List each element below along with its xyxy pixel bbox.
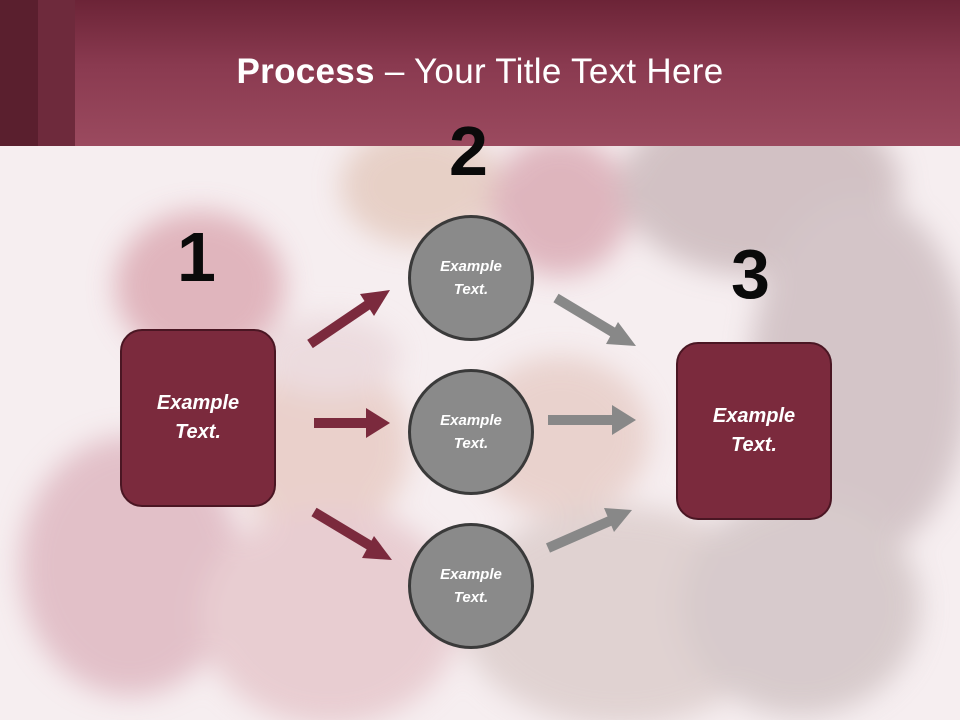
arrow-to-bottom-circle: [311, 507, 392, 560]
step-number-2: 2: [449, 112, 488, 190]
arrow-to-middle-circle: [314, 408, 390, 438]
arrow-to-top-circle: [307, 290, 390, 349]
circle-middle: Example Text.: [408, 369, 534, 495]
step-1-box: Example Text.: [120, 329, 276, 507]
title-bold: Process: [236, 52, 375, 91]
circle-label-line1: Example: [440, 565, 502, 583]
title-rest: – Your Title Text Here: [374, 52, 724, 91]
circle-label-line2: Text.: [453, 281, 489, 298]
circle-label-line2: Text.: [453, 435, 489, 452]
circle-label-line1: Example: [440, 411, 502, 429]
arrow-from-bottom-circle: [545, 508, 632, 553]
circle-top: Example Text.: [408, 215, 534, 341]
circle-label-line2: Text.: [453, 589, 489, 606]
box-label-line1: Example: [712, 405, 796, 427]
arrow-from-top-circle: [553, 293, 636, 346]
step-3-box: Example Text.: [676, 342, 832, 520]
circle-bottom: Example Text.: [408, 523, 534, 649]
slide-title: Process – Your Title Text Here: [0, 52, 960, 92]
box-label-line2: Text.: [731, 434, 777, 456]
step-number-1: 1: [177, 218, 216, 296]
step-number-3: 3: [731, 235, 770, 313]
circle-label-line1: Example: [440, 257, 502, 275]
box-label-line2: Text.: [175, 421, 221, 443]
arrow-from-middle-circle: [548, 405, 636, 435]
header-accent-stripe: [38, 0, 75, 146]
header-accent-stripe: [0, 0, 38, 146]
box-label-line1: Example: [156, 392, 240, 414]
title-bar: Process – Your Title Text Here: [0, 0, 960, 146]
